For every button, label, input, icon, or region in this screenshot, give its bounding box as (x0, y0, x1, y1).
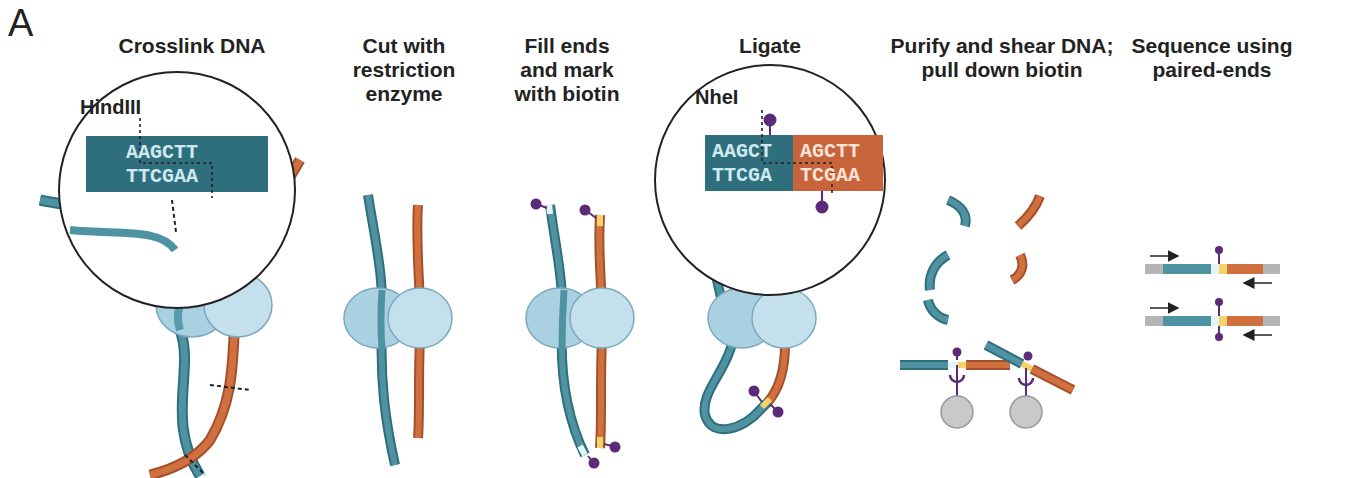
dna-sequence: AAGCTT (126, 141, 198, 164)
dna-sequence: TTCGAA (126, 165, 198, 188)
dna-sequence: AAGCT (712, 140, 772, 163)
panel-letter: A (8, 2, 33, 46)
step-heading: Sequence using paired-ends (1127, 34, 1297, 82)
dna-sequence: TTCGA (712, 164, 772, 187)
step-heading: Ligate (710, 34, 830, 58)
step-heading: Purify and shear DNA; pull down biotin (884, 34, 1120, 82)
step-heading: Crosslink DNA (92, 34, 292, 58)
enzyme-name: NheI (695, 86, 738, 109)
streptavidin-beads (941, 348, 1042, 429)
paired-end-reads (1145, 246, 1280, 341)
zoom-circle (59, 72, 295, 308)
dna-sequence: TCGAA (800, 164, 860, 187)
step-heading: Cut with restriction enzyme (344, 34, 464, 106)
dna-sequence: AGCTT (800, 140, 860, 163)
biotin-marks (532, 200, 620, 468)
dna-band (86, 136, 268, 192)
zoom-circle (655, 65, 885, 295)
enzyme-name: HindIII (80, 96, 141, 119)
step-heading: Fill ends and mark with biotin (506, 34, 628, 106)
step5-fragments (900, 196, 1073, 390)
